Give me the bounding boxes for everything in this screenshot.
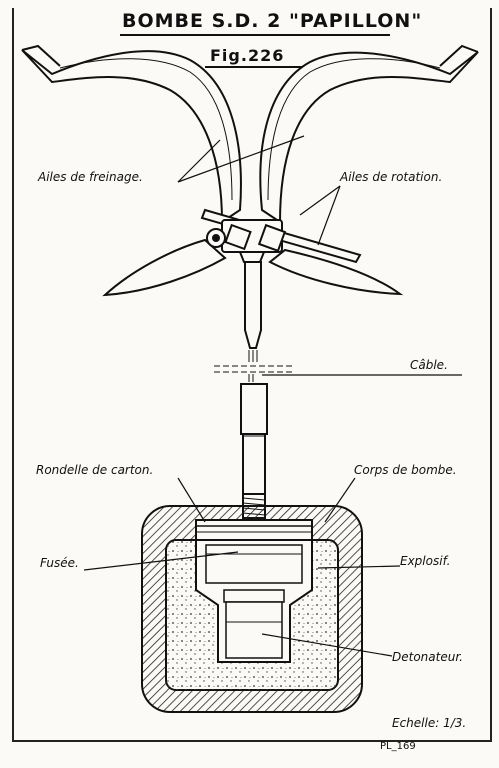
label-explosif: Explosif. [400, 554, 451, 568]
bomb-body [141, 505, 363, 713]
label-fusee: Fusée. [40, 556, 79, 570]
diagram-title: BOMBE S.D. 2 "PAPILLON" [122, 10, 423, 32]
figure-number: Fig.226 [210, 46, 285, 65]
braking-wing-left [21, 44, 242, 224]
cable-shaft [214, 261, 292, 519]
figure-underline [205, 66, 305, 68]
label-cable: Câble. [410, 358, 448, 372]
label-detonateur: Detonateur. [392, 650, 463, 664]
plate-number: PL_169 [380, 741, 416, 752]
label-rondelle: Rondelle de carton. [36, 463, 154, 477]
label-ailes-rotation: Ailes de rotation. [340, 170, 443, 184]
drawing-frame [12, 8, 492, 742]
braking-wing-right [259, 44, 479, 224]
label-corps: Corps de bombe. [354, 463, 457, 477]
title-underline [120, 34, 390, 36]
label-ailes-freinage: Ailes de freinage. [38, 170, 143, 184]
leader-lines [83, 135, 462, 657]
label-echelle: Echelle: 1/3. [392, 716, 467, 730]
hub [206, 219, 287, 263]
